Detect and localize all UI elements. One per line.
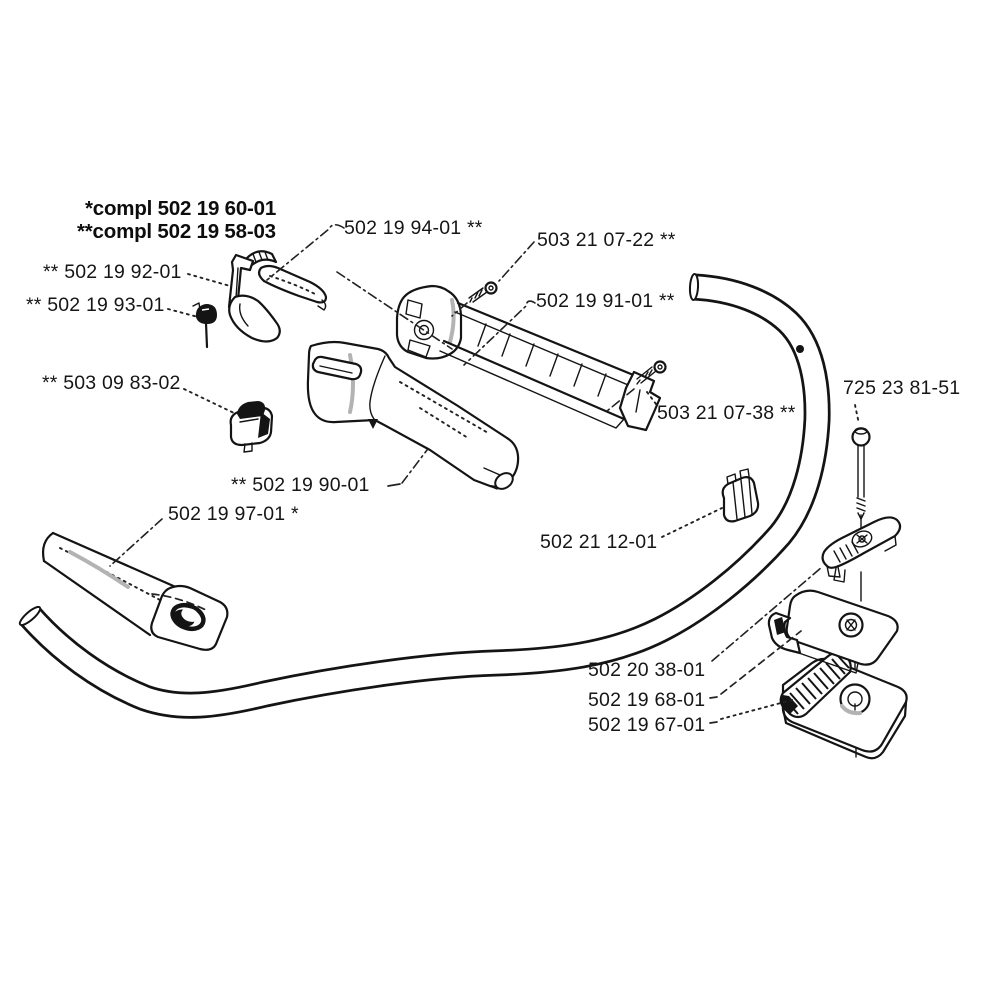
leader-lines <box>109 223 860 724</box>
part-label-503-21-07-38: 503 21 07-38 ** <box>657 402 796 424</box>
screw-503-21-07-22-drawing <box>468 281 498 303</box>
legend-compl-2: **compl 502 19 58-03 <box>77 220 276 243</box>
lower-handle-housing-drawing <box>306 340 520 490</box>
part-label-502-19-90-01: ** 502 19 90-01 <box>231 474 370 496</box>
tube-mounting-hole <box>796 345 804 353</box>
handle-bracket-drawing <box>821 516 902 583</box>
long-screw-725-23-81-51-drawing <box>851 427 871 758</box>
cable-clamp-drawing <box>721 468 760 523</box>
part-label-502-21-12-01: 502 21 12-01 <box>540 531 658 553</box>
handlebar-tube-drawing <box>18 273 831 719</box>
part-label-725-23-81-51: 725 23 81-51 <box>843 377 961 399</box>
part-label-503-09-83-02: ** 503 09 83-02 <box>42 372 181 394</box>
upper-handle-housing-drawing <box>395 284 662 432</box>
part-label-502-19-67-01: 502 19 67-01 <box>588 714 706 736</box>
legend-compl-1: *compl 502 19 60-01 <box>85 197 277 220</box>
grip-drawing <box>41 531 229 651</box>
part-label-502-19-94-01: 502 19 94-01 ** <box>344 217 483 239</box>
part-label-502-20-38-01: 502 20 38-01 <box>588 659 706 681</box>
part-label-502-19-97-01: 502 19 97-01 * <box>168 503 299 525</box>
part-label-502-19-91-01: 502 19 91-01 ** <box>536 290 675 312</box>
trigger-knob-drawing <box>192 302 218 349</box>
part-label-502-19-93-01: ** 502 19 93-01 <box>26 294 165 316</box>
upper-clamp-half-drawing <box>767 589 899 674</box>
screw-503-21-07-38-drawing <box>636 360 667 385</box>
switch-drawing <box>229 401 274 453</box>
part-label-503-21-07-22: 503 21 07-22 ** <box>537 229 676 251</box>
part-label-502-19-92-01: ** 502 19 92-01 <box>43 261 182 283</box>
throttle-lever-drawing <box>228 264 328 343</box>
part-label-502-19-68-01: 502 19 68-01 <box>588 689 706 711</box>
